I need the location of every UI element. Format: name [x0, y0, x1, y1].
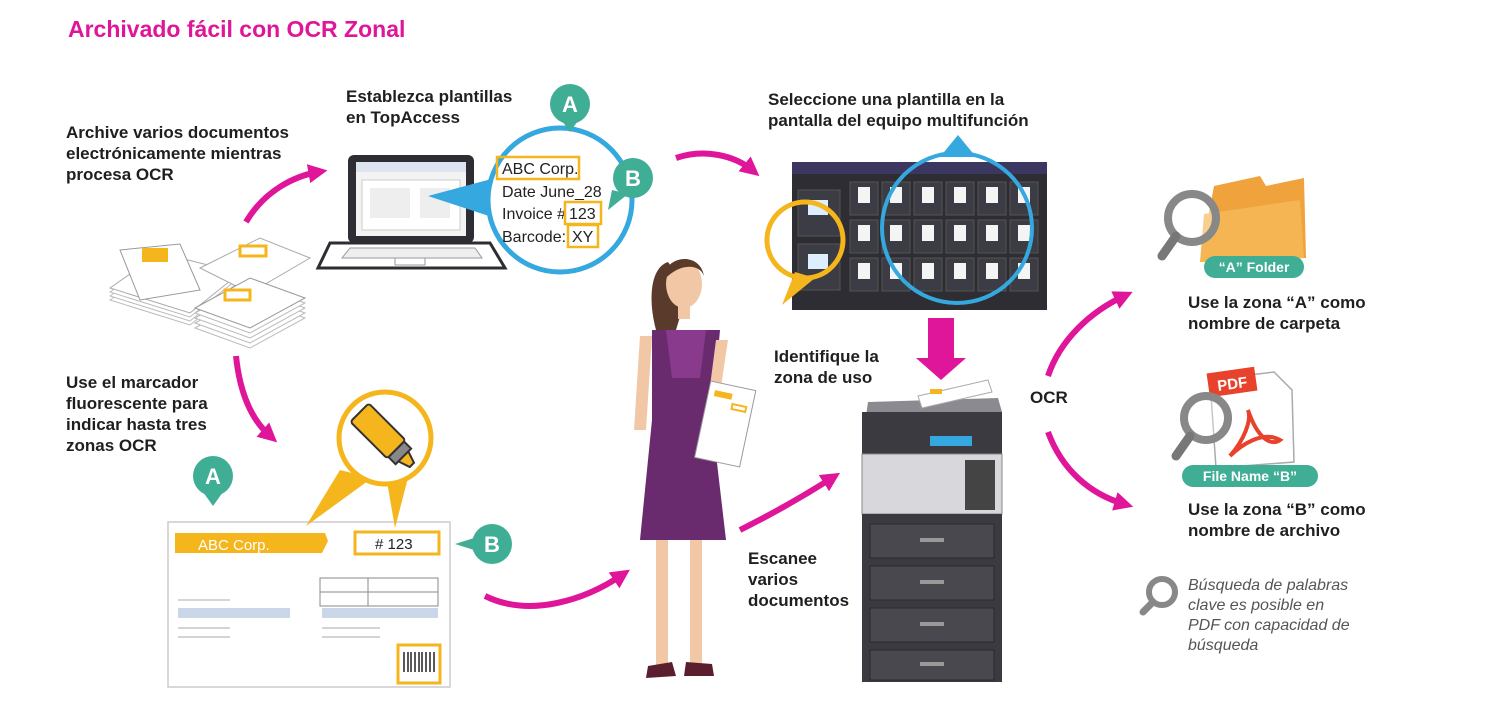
zoom-invoice-value: 123 [569, 206, 596, 223]
template-thumbnail [858, 263, 870, 279]
badge-b-document: B [455, 524, 512, 564]
template-tiles [849, 181, 1039, 292]
doc-company-zone: ABC Corp. [198, 537, 270, 554]
svg-text:B: B [484, 532, 500, 557]
held-document [694, 380, 757, 468]
mfp-screen [764, 135, 1047, 310]
barcode-icon [403, 652, 435, 672]
document-stacks [108, 237, 312, 349]
folder-icon [1200, 176, 1306, 262]
caption-identify: Identifique la zona de uso [774, 347, 879, 387]
template-thumbnail [1018, 225, 1030, 241]
svg-text:A: A [562, 92, 578, 117]
pdf-file-icon: PDF [1206, 366, 1295, 469]
arrow-zoom-to-screen [675, 150, 760, 177]
template-thumbnail [986, 187, 998, 203]
template-thumbnail [922, 263, 934, 279]
svg-text:“A” Folder: “A” Folder [1219, 259, 1290, 275]
arrow-stacks-to-laptop [243, 164, 328, 224]
zoom-date: Date June_28 [502, 184, 602, 201]
template-thumbnail [858, 187, 870, 203]
topaccess-zoom: ABC Corp. Date June_28 Invoice # 123 Bar… [428, 84, 653, 275]
template-thumbnail [954, 225, 966, 241]
doc-invoice-zone: # 123 [375, 536, 413, 553]
template-thumbnail [954, 187, 966, 203]
template-thumbnail [986, 263, 998, 279]
svg-text:File Name “B”: File Name “B” [1203, 468, 1297, 484]
zoom-barcode-label: Barcode: [502, 229, 566, 246]
template-tile [977, 257, 1007, 292]
paper-stack-2 [198, 237, 312, 294]
caption-use-zone-a: Use la zona “A” como nombre de carpeta [1188, 293, 1366, 333]
highlighter-zoom [306, 389, 434, 528]
badge-b-zoom: B [608, 158, 653, 210]
magnifier-icon-pdf [1171, 392, 1232, 461]
pdf-label: PDF [1216, 374, 1248, 395]
caption-scan: Escanee varios documentos [748, 549, 850, 610]
arrow-stacks-to-document [233, 355, 278, 443]
file-tag: File Name “B” [1182, 465, 1318, 487]
woman-figure [634, 258, 757, 678]
highlighter-icon [350, 403, 416, 469]
badge-a-document: A [193, 456, 233, 506]
template-thumbnail [858, 225, 870, 241]
paper-stack-3 [193, 277, 307, 349]
svg-text:B: B [625, 166, 641, 191]
caption-select-template: Seleccione una plantilla en la pantalla … [768, 90, 1029, 130]
caption-marker: Use el marcador fluorescente para indica… [66, 373, 208, 455]
caption-ocr: OCR [1030, 388, 1068, 407]
arrow-ocr-to-folder [1045, 291, 1133, 377]
template-thumbnail [922, 187, 934, 203]
laptop-topaccess [315, 155, 508, 270]
down-arrow [916, 318, 966, 380]
template-thumbnail [922, 225, 934, 241]
caption-archive: Archive varios documentos electrónicamen… [66, 123, 289, 184]
mfp-printer [861, 379, 1003, 682]
page-title: Archivado fácil con OCR Zonal [68, 16, 406, 42]
badge-a-zoom: A [550, 84, 590, 132]
template-thumbnail [954, 263, 966, 279]
caption-use-zone-b: Use la zona “B” como nombre de archivo [1188, 500, 1366, 540]
arrow-ocr-to-file [1045, 430, 1134, 511]
svg-text:A: A [205, 464, 221, 489]
arrow-document-to-woman [483, 569, 630, 609]
magnifier-icon-folder [1157, 190, 1220, 261]
template-thumbnail [986, 225, 998, 241]
zoom-invoice-label: Invoice # [502, 206, 566, 223]
folder-tag: “A” Folder [1204, 256, 1304, 278]
template-thumbnail [890, 225, 902, 241]
flow-arrows [233, 150, 1134, 609]
zoom-company: ABC Corp. [502, 161, 578, 178]
caption-search-note: Búsqueda de palabras clave es posible en… [1188, 577, 1350, 654]
caption-templates: Establezca plantillas en TopAccess [346, 87, 513, 127]
search-icon [1139, 576, 1178, 616]
zoom-barcode-value: XY [572, 229, 594, 246]
arrow-woman-to-mfp [738, 472, 841, 533]
marked-document: ABC Corp. # 123 [167, 389, 512, 688]
